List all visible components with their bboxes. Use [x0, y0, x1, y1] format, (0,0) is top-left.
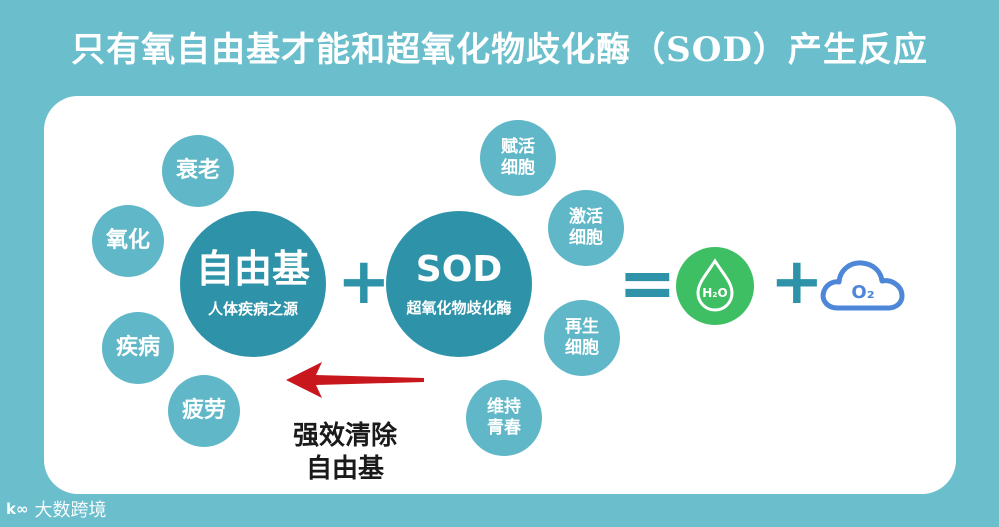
effect-fatigue: 疲劳 — [168, 375, 240, 447]
effect-aging-label: 衰老 — [175, 158, 220, 184]
watermark-logo-icon: k∞ — [6, 500, 29, 518]
effect-aging: 衰老 — [162, 135, 234, 207]
arrow-caption-line2: 自由基 — [305, 453, 384, 484]
benefit-regenerate-cells: 再生细胞 — [544, 300, 620, 376]
red-arrow-icon — [286, 362, 424, 398]
effect-disease: 疾病 — [102, 312, 174, 384]
sod-circle: SOD 超氧化物歧化酶 — [386, 211, 532, 357]
effect-oxidation-label: 氧化 — [105, 228, 150, 254]
effect-disease-label: 疾病 — [115, 335, 160, 361]
benefit-maintain-youth-label: 维持青春 — [487, 396, 521, 438]
page-title: 只有氧自由基才能和超氧化物歧化酶（SOD）产生反应 — [71, 30, 928, 70]
watermark: k∞ 大数跨境 — [6, 496, 106, 522]
effect-fatigue-label: 疲劳 — [181, 398, 226, 424]
equals-operator: = — [618, 242, 677, 324]
free-radical-circle: 自由基 人体疾病之源 — [180, 211, 326, 357]
water-formula: H₂O — [702, 286, 728, 300]
free-radical-subtitle: 人体疾病之源 — [207, 300, 298, 319]
benefit-stimulate-cells-label: 激活细胞 — [569, 206, 603, 248]
oxygen-cloud-icon: O₂ — [820, 260, 905, 311]
arrow-caption: 强效清除 自由基 — [275, 420, 415, 485]
water-drop-icon: H₂O — [676, 247, 754, 325]
benefit-activate-cells: 赋活细胞 — [480, 120, 556, 196]
benefit-maintain-youth: 维持青春 — [466, 380, 542, 456]
plus-operator-2: + — [770, 245, 824, 319]
arrow-caption-line1: 强效清除 — [292, 421, 397, 451]
watermark-text: 大数跨境 — [34, 500, 107, 521]
benefit-stimulate-cells: 激活细胞 — [548, 190, 624, 266]
effect-oxidation: 氧化 — [92, 205, 164, 277]
sod-subtitle: 超氧化物歧化酶 — [406, 299, 512, 318]
sod-label: SOD — [415, 248, 503, 290]
free-radical-label: 自由基 — [195, 246, 310, 291]
oxygen-formula: O₂ — [851, 282, 874, 303]
benefit-regenerate-cells-label: 再生细胞 — [565, 316, 599, 358]
benefit-activate-cells-label: 赋活细胞 — [501, 136, 535, 178]
plus-operator-1: + — [337, 245, 391, 319]
